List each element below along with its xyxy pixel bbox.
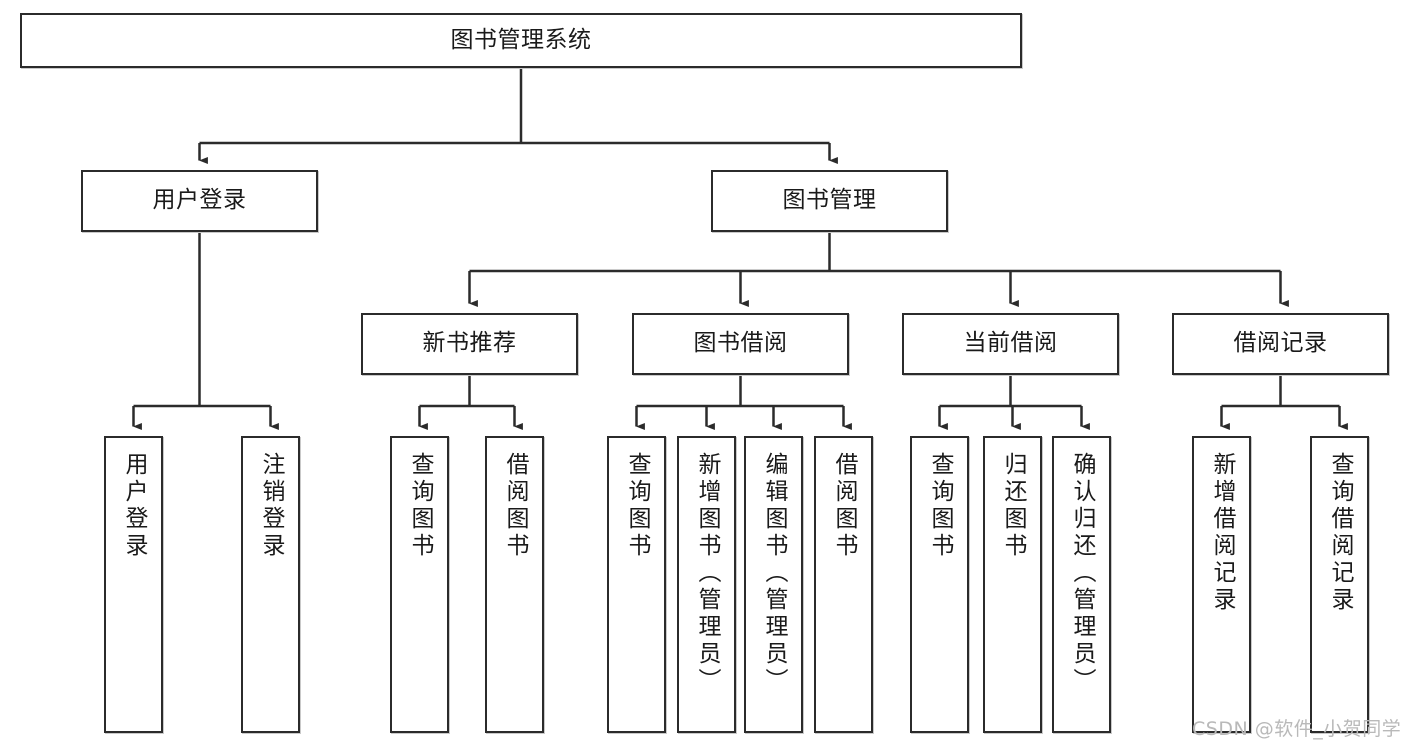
node-l-r-query[interactable]: 查询借阅记录 [1310,436,1369,733]
node-l-r-add[interactable]: 新增借阅记录 [1192,436,1251,733]
node-l-b-query[interactable]: 查询图书 [607,436,666,733]
node-label-l-r-add: 新增借阅记录 [1209,452,1235,614]
node-root[interactable]: 图书管理系统 [20,13,1022,68]
node-label-l-c-return: 归还图书 [1000,452,1026,560]
node-label-root: 图书管理系统 [450,26,592,53]
node-label-new-rec: 新书推荐 [422,330,517,357]
csdn-watermark: CSDN @软件_小贺同学 [1192,718,1402,740]
node-l-b-edit[interactable]: 编辑图书（管理员） [744,436,803,733]
node-l-b-borrow[interactable]: 借阅图书 [814,436,873,733]
node-l-b-add[interactable]: 新增图书（管理员） [677,436,736,733]
node-l-nr-borrow[interactable]: 借阅图书 [485,436,544,733]
node-l-nr-query[interactable]: 查询图书 [390,436,449,733]
node-label-l-b-add: 新增图书（管理员） [694,452,720,695]
node-l-login[interactable]: 用户登录 [104,436,163,733]
node-label-current: 当前借阅 [963,330,1058,357]
node-l-logout[interactable]: 注销登录 [241,436,300,733]
node-l-c-query[interactable]: 查询图书 [910,436,969,733]
node-label-borrow: 图书借阅 [693,330,788,357]
node-label-l-logout: 注销登录 [258,452,284,560]
node-label-l-r-query: 查询借阅记录 [1327,452,1353,614]
node-label-l-b-borrow: 借阅图书 [831,452,857,560]
node-label-l-nr-borrow: 借阅图书 [502,452,528,560]
node-label-l-login: 用户登录 [121,452,147,560]
node-current[interactable]: 当前借阅 [902,313,1119,375]
node-label-book-manage: 图书管理 [782,187,877,214]
node-book-manage[interactable]: 图书管理 [711,170,948,232]
node-l-c-confirm[interactable]: 确认归还（管理员） [1052,436,1111,733]
node-records[interactable]: 借阅记录 [1172,313,1389,375]
node-label-records: 借阅记录 [1233,330,1328,357]
node-label-user-login: 用户登录 [152,187,247,214]
node-label-l-c-confirm: 确认归还（管理员） [1069,452,1095,695]
node-l-c-return[interactable]: 归还图书 [983,436,1042,733]
node-borrow[interactable]: 图书借阅 [632,313,849,375]
node-label-l-c-query: 查询图书 [927,452,953,560]
node-user-login[interactable]: 用户登录 [81,170,318,232]
node-label-l-b-edit: 编辑图书（管理员） [761,452,787,695]
node-new-rec[interactable]: 新书推荐 [361,313,578,375]
node-label-l-b-query: 查询图书 [624,452,650,560]
node-label-l-nr-query: 查询图书 [407,452,433,560]
